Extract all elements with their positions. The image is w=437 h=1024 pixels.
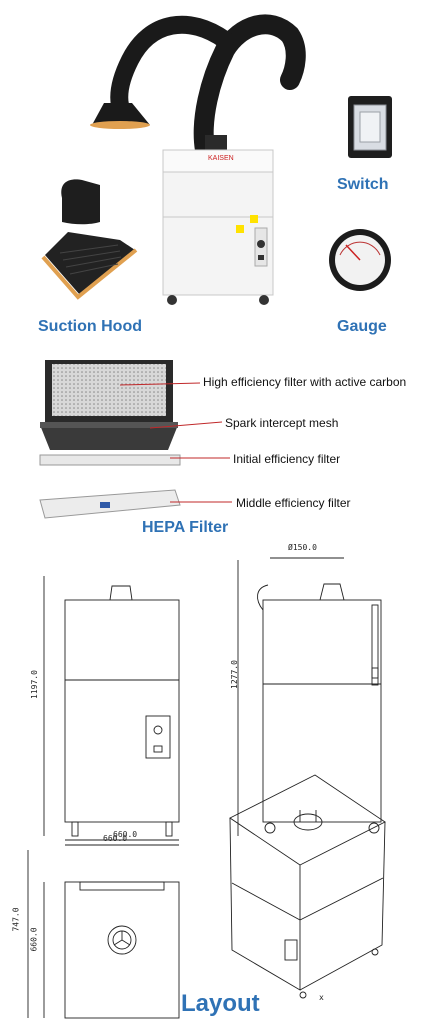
front-height-dim: 1197.0 [29,670,39,699]
side-height-dim: 1277.0 [229,660,239,689]
switch-label: Switch [337,176,389,193]
cabinet-brand: KAISEN [208,155,234,162]
filter-label-middle: Middle efficiency filter [236,496,351,510]
iso-mark: x [319,993,324,1002]
top-depth-inner-dim: 660.0 [29,927,39,952]
front-width-dim: 660.0 [103,834,128,843]
gauge-label: Gauge [337,318,387,335]
filter-label-spark-mesh: Spark intercept mesh [225,416,339,430]
layout-label: Layout [181,990,260,1017]
filter-stack-image [39,360,232,519]
suction-hood-label: Suction Hood [38,318,142,335]
top-depth-outer-dim: 747.0 [11,907,21,932]
fume-extractor-image [41,14,392,305]
filter-label-initial: Initial efficiency filter [233,452,341,466]
drawings-svg [27,557,386,1019]
top-width-dim: 660.0 [113,830,138,839]
side-duct-dim: Ø150.0 [288,543,317,552]
hepa-filter-label: HEPA Filter [142,519,229,536]
filter-label-carbon: High efficiency filter with active carbo… [203,375,407,389]
